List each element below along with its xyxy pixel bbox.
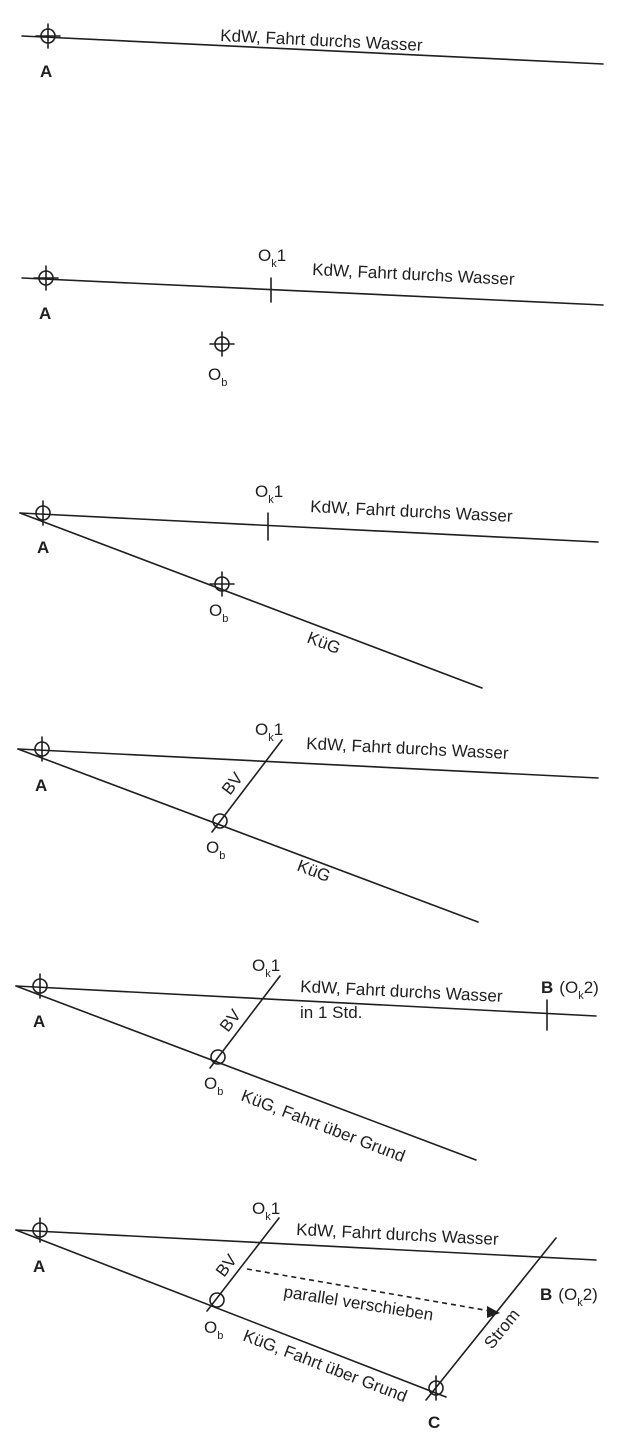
- kug-line: [17, 748, 479, 923]
- point-c-label: C: [428, 1413, 440, 1432]
- bv-label: BV: [218, 768, 247, 798]
- ob-circle: [210, 1049, 226, 1065]
- kdw-label: KdW, Fahrt durchs Wasser: [312, 260, 516, 289]
- bv-line: [209, 975, 281, 1069]
- ob-circle: [209, 1292, 225, 1308]
- ob-label: Ob: [204, 1318, 223, 1342]
- kdw-line: [15, 985, 597, 1017]
- parallel-shift-arrow: [246, 1268, 497, 1313]
- kug-full-label: KüG, Fahrt über Grund: [241, 1326, 410, 1406]
- bv-line: [206, 1217, 280, 1312]
- point-a-label: A: [33, 1012, 45, 1031]
- ob-label: Ob: [206, 838, 225, 862]
- kdw-label: KdW, Fahrt durchs Wasser: [296, 1220, 500, 1249]
- panel-3: A Ok1 KdW, Fahrt durchs Wasser Ob KüG: [19, 482, 599, 689]
- ok1-label: Ok1: [252, 956, 280, 980]
- point-ob-marker: [209, 571, 235, 597]
- ob-circle: [212, 813, 228, 829]
- ok1-label: Ok1: [255, 720, 283, 744]
- point-a-marker: [35, 500, 51, 526]
- point-a-label: A: [40, 62, 52, 81]
- point-a-label: A: [39, 304, 51, 323]
- point-c-marker: [428, 1375, 444, 1401]
- panel-2: A Ok1 KdW, Fahrt durchs Wasser Ob: [21, 246, 604, 389]
- ok1-label: Ok1: [258, 246, 286, 270]
- point-a-marker: [33, 265, 59, 291]
- point-a-label: A: [37, 538, 49, 557]
- kdw-label: KdW, Fahrt durchs Wasser: [310, 497, 514, 526]
- point-b-ok2-label: B(Ok2): [541, 978, 599, 1002]
- point-ob-marker: [209, 331, 235, 357]
- panel-4: A BV Ob Ok1 KdW, Fahrt durchs Wasser KüG: [17, 720, 599, 923]
- bv-label: BV: [216, 1005, 245, 1035]
- point-a-label: A: [33, 1257, 45, 1276]
- bv-line: [211, 739, 283, 833]
- kug-label: KüG: [295, 856, 334, 886]
- bv-label: BV: [212, 1250, 241, 1280]
- kdw-line: [17, 748, 599, 779]
- kug-full-label: KüG, Fahrt über Grund: [239, 1086, 408, 1166]
- panel-6: A BV Ob Ok1 KdW, Fahrt durchs Wasser Str…: [15, 1199, 598, 1432]
- kug-line: [15, 985, 477, 1161]
- point-a-label: A: [35, 776, 47, 795]
- ob-label: Ob: [209, 601, 228, 625]
- strom-line: [425, 1237, 557, 1401]
- ob-label: Ob: [204, 1074, 223, 1098]
- kug-line: [15, 1229, 447, 1398]
- ok1-label: Ok1: [255, 482, 283, 506]
- kdw-line: [19, 512, 599, 543]
- kdw-label: KdW, Fahrt durchs Wasser: [306, 734, 510, 763]
- kdw-line: [21, 277, 604, 306]
- point-b-ok2-label: B(Ok2): [540, 1285, 598, 1309]
- point-a-marker: [32, 973, 48, 999]
- point-a-marker: [32, 1217, 48, 1243]
- kug-line: [19, 512, 483, 689]
- kdw-line: [15, 1229, 597, 1261]
- ob-label: Ob: [208, 365, 227, 389]
- point-a-marker: [34, 736, 50, 762]
- parallel-label: parallel verschieben: [282, 1282, 434, 1324]
- panel-5: A BV Ob Ok1 KdW, Fahrt durchs Wasser in …: [15, 956, 599, 1166]
- kdw-line: [21, 35, 604, 65]
- point-a-marker: [35, 23, 61, 49]
- arrow-head-icon: [487, 1306, 500, 1318]
- panel-1: A KdW, Fahrt durchs Wasser: [21, 23, 604, 81]
- ok1-label: Ok1: [252, 1199, 280, 1223]
- in-1-std-label: in 1 Std.: [300, 1003, 362, 1022]
- strom-label: Strom: [480, 1305, 523, 1352]
